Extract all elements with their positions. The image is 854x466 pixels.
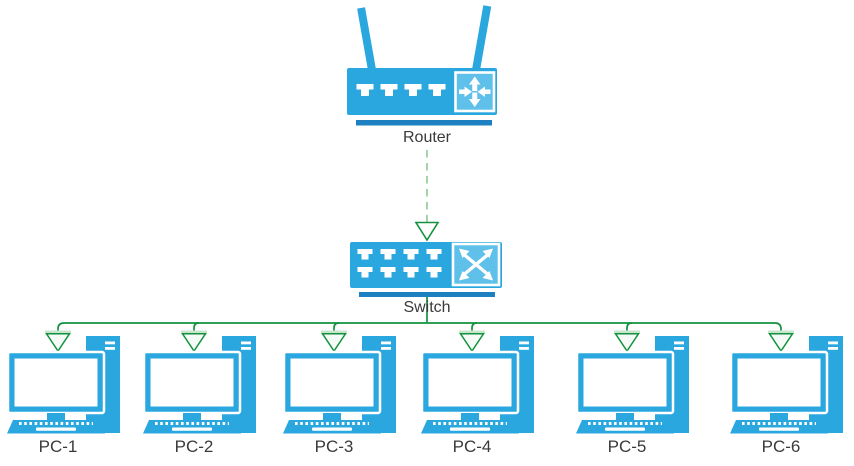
router-label: Router (402, 129, 452, 146)
desktop-pc-icon (5, 334, 122, 435)
router-symbol-icon (454, 71, 496, 113)
router-node[interactable] (338, 4, 510, 128)
desktop-pc-icon (728, 334, 845, 435)
pc-label-5: PC-5 (607, 437, 647, 456)
ethernet-ports-icon (356, 84, 446, 96)
pc-node-4[interactable] (419, 334, 536, 435)
ethernet-switch-icon (350, 242, 502, 297)
pc-node-3[interactable] (281, 334, 398, 435)
pc-label-1: PC-1 (38, 437, 78, 456)
pc-node-6[interactable] (728, 334, 845, 435)
pc-node-2[interactable] (141, 334, 258, 435)
router-switch-link (414, 150, 440, 242)
pc-label-3: PC-3 (314, 437, 354, 456)
desktop-pc-icon (574, 334, 691, 435)
switch-underline (359, 292, 495, 297)
antenna-left-icon (357, 7, 376, 71)
pc-node-5[interactable] (574, 334, 691, 435)
antenna-right-icon (472, 5, 492, 71)
desktop-pc-icon (141, 334, 258, 435)
router-underline (356, 120, 492, 126)
desktop-pc-icon (419, 334, 536, 435)
arrow-down-icon (414, 221, 440, 242)
ethernet-ports-icon (357, 249, 442, 278)
wireless-router-icon (347, 5, 497, 126)
desktop-pc-icon (281, 334, 398, 435)
pc-label-4: PC-4 (452, 437, 492, 456)
switch-label: Switch (403, 299, 451, 316)
pc-label-6: PC-6 (761, 437, 801, 456)
switch-symbol-icon (451, 242, 501, 287)
switch-node[interactable] (338, 240, 510, 298)
pc-node-1[interactable] (5, 334, 122, 435)
pc-label-2: PC-2 (174, 437, 214, 456)
